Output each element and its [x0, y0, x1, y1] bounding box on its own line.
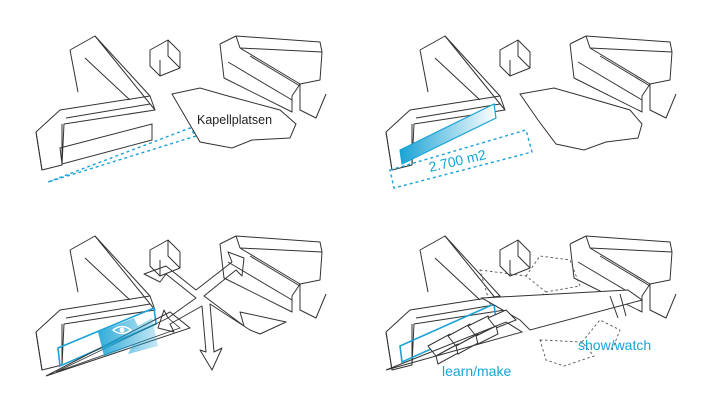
panel-movement	[35, 235, 327, 377]
panel-program: learn/make show/watch	[385, 235, 677, 379]
eye-icon	[111, 325, 133, 335]
area-outline	[389, 129, 533, 189]
show-watch-label: show/watch	[578, 337, 651, 353]
plaza-outline	[519, 87, 643, 151]
ground-wedge	[385, 321, 524, 371]
roof-plane	[480, 289, 644, 331]
view-arrow	[98, 318, 158, 356]
area-label: 2.700 m2	[427, 146, 488, 175]
building-massing	[35, 235, 327, 371]
facade-highlight	[399, 103, 497, 165]
plaza-outline	[171, 87, 297, 149]
roof-supports	[609, 293, 627, 319]
panel-area: 2.700 m2	[385, 35, 677, 189]
four-way-arrows-icon	[143, 251, 287, 371]
learn-make-label: learn/make	[442, 363, 511, 379]
place-name-label: Kapellplatsen	[197, 113, 272, 127]
facade-outline	[59, 123, 153, 165]
panel-site: Kapellplatsen	[35, 35, 327, 183]
building-massing	[35, 35, 327, 171]
site-wedge	[47, 127, 198, 183]
